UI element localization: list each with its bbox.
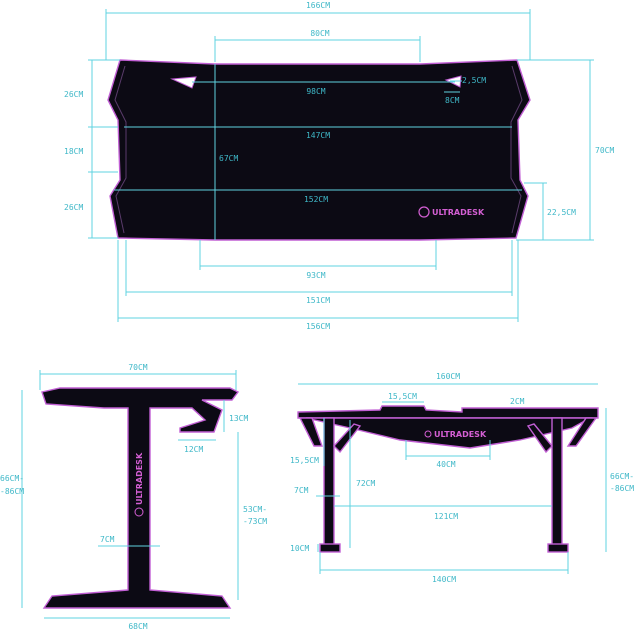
logo-icon bbox=[418, 206, 430, 218]
front-left-brace bbox=[298, 417, 323, 447]
label-top-70: 70CM bbox=[595, 146, 614, 155]
label-front-140: 140CM bbox=[432, 575, 456, 584]
label-top-22-5: 22,5CM bbox=[547, 208, 576, 217]
front-left-diag bbox=[333, 423, 362, 454]
front-left-foot bbox=[319, 543, 341, 553]
side-view: ULTRADESK 70CM 13CM 12CM 66CM- -86CM 53C… bbox=[0, 363, 267, 630]
desktop-top-shape bbox=[107, 59, 531, 241]
label-top-166: 166CM bbox=[306, 1, 330, 10]
side-desktop-shape bbox=[41, 387, 240, 609]
label-side-leg-1: 53CM- bbox=[243, 505, 267, 514]
label-top-80: 80CM bbox=[310, 29, 329, 38]
label-top-2-5: 2,5CM bbox=[462, 76, 486, 85]
front-left-leg bbox=[323, 417, 335, 551]
label-side-height-2: -86CM bbox=[0, 487, 24, 496]
label-front-72: 72CM bbox=[356, 479, 375, 488]
label-top-156: 156CM bbox=[306, 322, 330, 331]
side-logo: ULTRADESK bbox=[135, 452, 144, 505]
label-side-70: 70CM bbox=[128, 363, 147, 372]
top-view: ULTRADESK 166CM 80CM 98CM 2,5CM 8CM 147C… bbox=[64, 1, 614, 331]
label-front-2: 2CM bbox=[510, 397, 525, 406]
front-logo: ULTRADESK bbox=[424, 430, 487, 439]
front-logo-icon bbox=[424, 430, 432, 438]
front-right-leg bbox=[551, 417, 563, 551]
side-logo-icon bbox=[134, 507, 144, 517]
label-top-93: 93CM bbox=[306, 271, 325, 280]
label-front-121: 121CM bbox=[434, 512, 458, 521]
front-desktop-shape bbox=[297, 405, 599, 419]
label-front-7: 7CM bbox=[294, 486, 309, 495]
front-view: ULTRADESK 160CM 15,5CM 2CM 15,5CM 40CM 7… bbox=[290, 372, 634, 584]
top-logo: ULTRADESK bbox=[418, 206, 485, 218]
logo-text-front: ULTRADESK bbox=[434, 430, 487, 439]
label-top-8: 8CM bbox=[445, 96, 460, 105]
label-front-height-1: 66CM- bbox=[610, 472, 634, 481]
label-top-152: 152CM bbox=[304, 195, 328, 204]
label-front-160: 160CM bbox=[436, 372, 460, 381]
label-top-98: 98CM bbox=[306, 87, 325, 96]
label-top-151: 151CM bbox=[306, 296, 330, 305]
front-right-foot bbox=[547, 543, 569, 553]
label-top-26-upper: 26CM bbox=[64, 90, 83, 99]
front-right-diag bbox=[526, 423, 553, 454]
front-right-brace bbox=[566, 417, 598, 447]
label-side-12: 12CM bbox=[184, 445, 203, 454]
label-side-height-1: 66CM- bbox=[0, 474, 24, 483]
label-side-68: 68CM bbox=[128, 622, 147, 630]
logo-text-side: ULTRADESK bbox=[135, 452, 144, 505]
label-top-26-lower: 26CM bbox=[64, 203, 83, 212]
label-front-height-2: -86CM bbox=[610, 484, 634, 493]
label-front-15-5-left: 15,5CM bbox=[290, 456, 319, 465]
label-top-18: 18CM bbox=[64, 147, 83, 156]
label-front-10: 10CM bbox=[290, 544, 309, 553]
label-top-147: 147CM bbox=[306, 131, 330, 140]
label-front-15-5-top: 15,5CM bbox=[388, 392, 417, 401]
label-top-67: 67CM bbox=[219, 154, 238, 163]
label-side-7: 7CM bbox=[100, 535, 115, 544]
label-side-13: 13CM bbox=[229, 414, 248, 423]
logo-text-top: ULTRADESK bbox=[432, 208, 485, 217]
label-side-leg-2: -73CM bbox=[243, 517, 267, 526]
desktop-inner-edge bbox=[114, 65, 523, 234]
label-front-40: 40CM bbox=[436, 460, 455, 469]
